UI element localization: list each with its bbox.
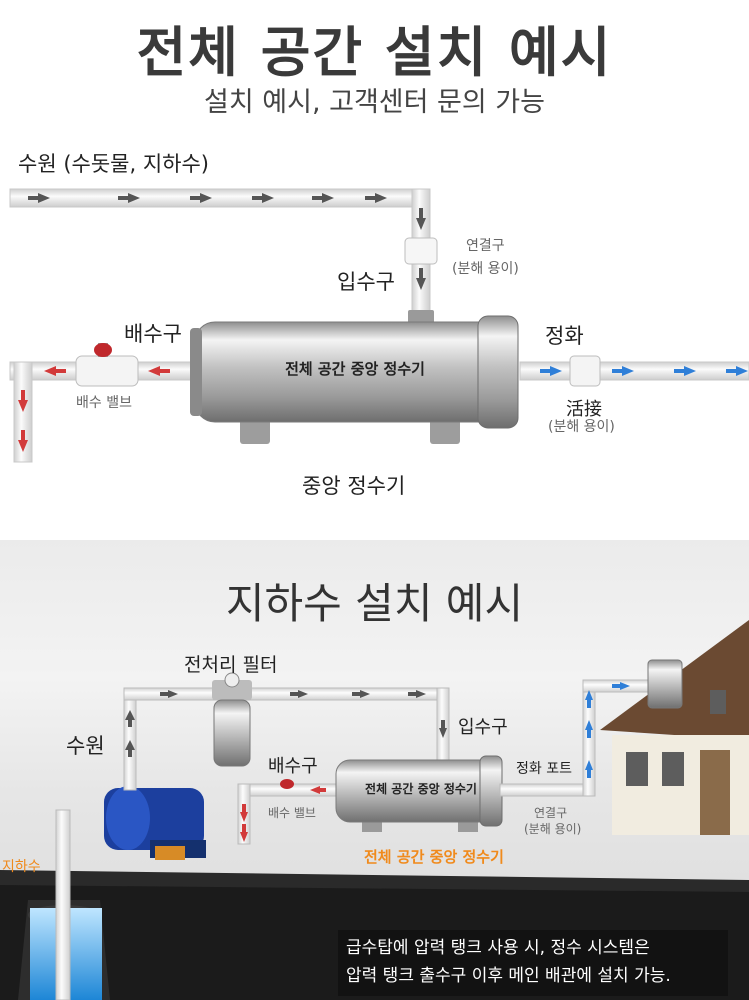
source-label: 수원: [66, 734, 105, 758]
source-flow-arrows: [28, 193, 426, 290]
water-source-label: 수원 (수돗물, 지하수): [18, 152, 209, 176]
prefilter-label: 전처리 필터: [184, 654, 278, 676]
purified-connector-label: 活接: [566, 399, 602, 420]
device-caption: 전체 공간 중앙 정수기: [364, 848, 504, 866]
drain-valve-handle: [280, 779, 294, 789]
full-house-section: 전체 공간 설치 예시 설치 예시, 고객센터 문의 가능: [9, 21, 749, 498]
purified-connector-note: (분해 용이): [548, 419, 615, 435]
inlet-label: 입수구: [337, 270, 395, 294]
device-foot-left: [240, 416, 270, 444]
device-foot-right: [430, 416, 460, 444]
drain-valve-handle: [94, 343, 112, 357]
note-box: [338, 930, 728, 996]
purifier-end-cap: [477, 315, 519, 429]
drain-valve-body: [75, 355, 139, 387]
purified-flow-arrows: [540, 366, 748, 376]
section-title: 전체 공간 설치 예시: [136, 21, 613, 84]
connector-label: 연결구: [466, 238, 505, 254]
groundwater-section: 지하수 설치 예시 전처리 필터 수원 입수구 배수구 배수 밸브 전체 공간 …: [0, 540, 749, 1000]
connector-label: 연결구: [534, 806, 568, 820]
drain-valve-label: 배수 밸브: [76, 395, 132, 411]
device-caption: 중앙 정수기: [302, 474, 406, 498]
purified-port-label: 정화 포트: [516, 761, 572, 777]
device-label: 전체 공간 중앙 정수기: [365, 782, 477, 796]
drain-valve-label: 배수 밸브: [268, 806, 316, 820]
drain-outlet-label: 배수구: [268, 756, 318, 777]
outlet-union: [569, 355, 601, 387]
purified-flow-arrows: [585, 682, 630, 778]
roof-water-tank: [647, 659, 683, 709]
connector-note: (분해 용이): [524, 822, 582, 836]
prefilter-housing: [213, 699, 251, 767]
section-title: 지하수 설치 예시: [225, 579, 524, 628]
connector-note: (분해 용이): [452, 261, 519, 277]
full-house-diagram: 전체 공간 중앙 정수기: [9, 188, 749, 463]
drain-flow-arrows: [18, 366, 170, 452]
groundwater-label: 지하수: [2, 859, 41, 875]
note-line-2: 압력 탱크 출수구 이후 메인 배관에 설치 가능.: [346, 966, 671, 986]
inlet-union: [404, 237, 438, 265]
drain-outlet-label: 배수구: [124, 322, 182, 346]
inlet-label: 입수구: [458, 717, 508, 738]
drain-flow-arrows: [240, 786, 326, 842]
device-label: 전체 공간 중앙 정수기: [285, 360, 425, 378]
groundwater-diagram: [0, 620, 749, 1000]
purified-label: 정화: [545, 324, 584, 348]
note-line-1: 급수탑에 압력 탱크 사용 시, 정수 시스템은: [346, 938, 650, 958]
section-subtitle: 설치 예시, 고객센터 문의 가능: [204, 87, 545, 118]
source-flow-arrows: [125, 690, 447, 757]
